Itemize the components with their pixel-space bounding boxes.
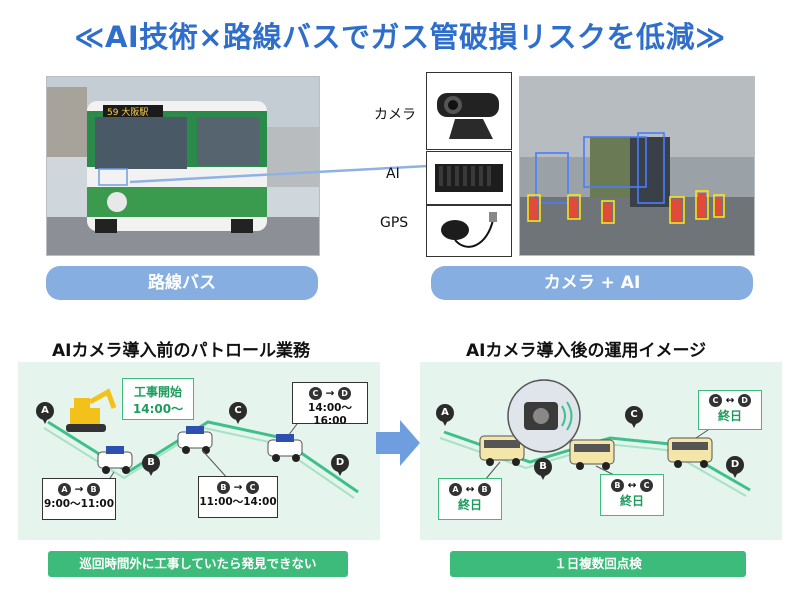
device-label-camera: カメラ [374, 107, 416, 123]
patrol-car-icon [97, 446, 133, 474]
after-title: AIカメラ導入後の運用イメージ [466, 341, 707, 361]
connector-line [130, 164, 429, 184]
pin-b: B [142, 454, 160, 476]
pin-d: D [331, 454, 349, 476]
gps-puck-icon [426, 205, 512, 257]
callout-a-b-text: 終日 [457, 498, 482, 512]
pin-b: B [534, 458, 552, 480]
bus-icon [569, 439, 615, 470]
after-panel: A B C D C ↔ D 終日 A ↔ B 終日 B ↔ C 終日 [420, 362, 782, 540]
callout-c-d-text: 終日 [717, 409, 742, 423]
excavator-icon [66, 388, 117, 432]
ai-box-icon [426, 151, 512, 205]
callout-c-d: C → D 14:00〜16:00 [292, 382, 368, 427]
bus-destination-sign: 59 大阪駅 [107, 106, 148, 118]
camera-ai-pill: カメラ + AI [431, 266, 753, 300]
pin-d: D [726, 456, 744, 478]
device-label-gps: GPS [380, 215, 409, 231]
before-title: AIカメラ導入前のパトロール業務 [52, 341, 310, 361]
patrol-car-icon [177, 426, 213, 454]
right-arrow-icon [376, 420, 420, 466]
callout-c-d-time: 14:00〜16:00 [308, 402, 352, 427]
callout-b-c-time: 11:00〜14:00 [199, 496, 277, 508]
pin-c: C [625, 406, 643, 428]
patrol-car-icon [267, 434, 303, 462]
callout-a-b: A → B 9:00〜11:00 [42, 478, 116, 520]
before-route [43, 388, 359, 513]
page-title: ≪AI技術×路線バスでガス管破損リスクを低減≫ [74, 20, 726, 54]
bus-icon [479, 435, 525, 466]
construction-start-label: 工事開始 [133, 385, 182, 399]
callout-b-c: B → C 11:00〜14:00 [198, 476, 278, 518]
before-caption-bar: 巡回時間外に工事していたら発見できない [48, 551, 348, 577]
after-route [439, 379, 751, 497]
callout-c-d: C ↔ D 終日 [698, 390, 762, 430]
callout-b-c-text: 終日 [619, 494, 644, 508]
webcam-icon [426, 72, 512, 150]
bus-icon [667, 437, 713, 468]
callout-b-c: B ↔ C 終日 [600, 474, 664, 516]
pin-a: A [36, 402, 54, 424]
bus-label-pill: 路線バス [46, 266, 318, 300]
construction-start-time: 14:00〜 [132, 402, 184, 416]
device-label-ai: AI [386, 166, 400, 182]
ai-camera-view [519, 76, 755, 256]
callout-a-b: A ↔ B 終日 [438, 478, 502, 520]
pin-a: A [436, 404, 454, 426]
construction-start-callout: 工事開始 14:00〜 [122, 378, 194, 420]
bus-photo: 59 大阪駅 [46, 76, 320, 256]
before-panel: A B C D 工事開始 14:00〜 C → D 14:00〜16:00 A … [18, 362, 380, 540]
after-caption-bar: １日複数回点検 [450, 551, 746, 577]
pin-c: C [229, 402, 247, 424]
camera-zoom-bubble-icon [507, 379, 581, 453]
callout-a-b-time: 9:00〜11:00 [43, 498, 115, 510]
